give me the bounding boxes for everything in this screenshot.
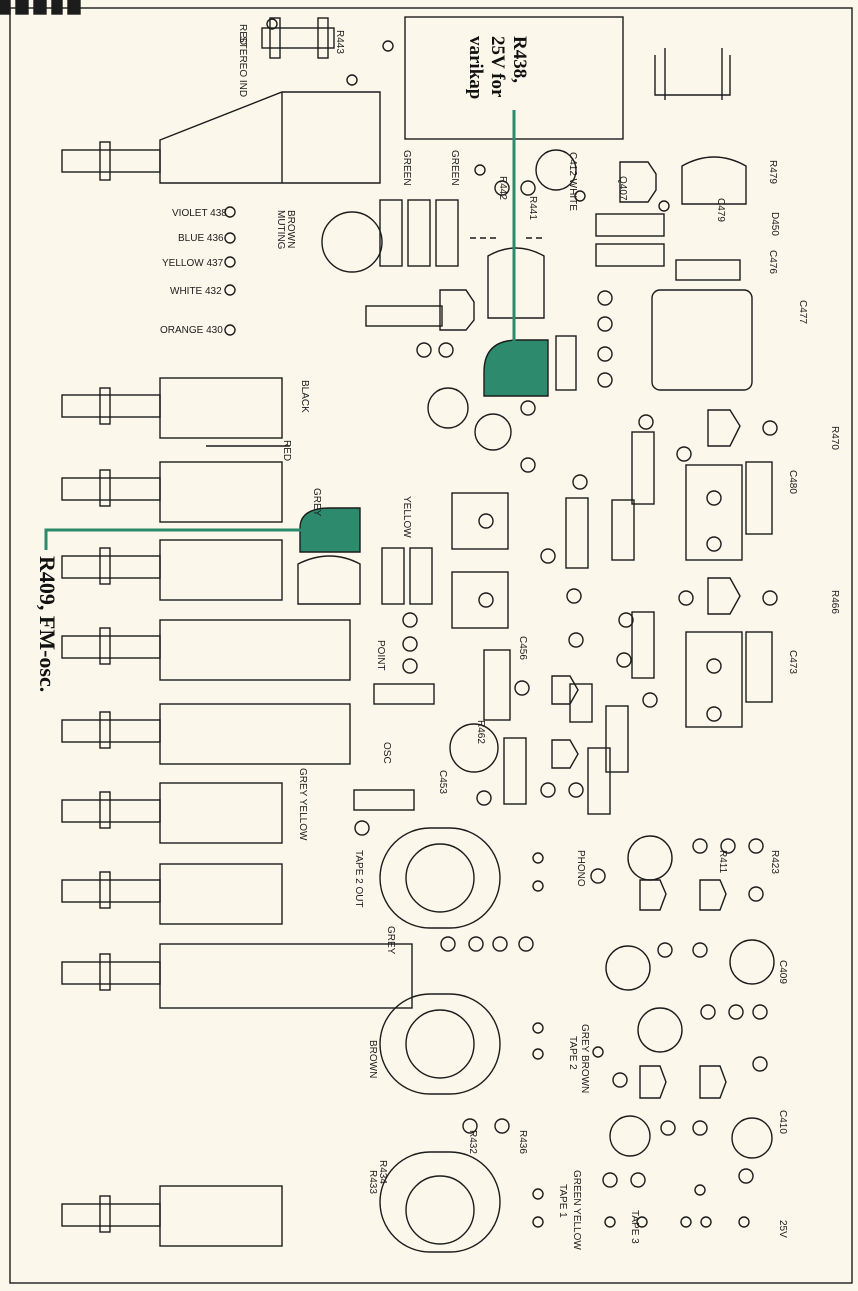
- svg-text:R441: R441: [527, 196, 538, 220]
- test-points: [224, 18, 778, 1228]
- svg-text:C410: C410: [777, 1110, 788, 1134]
- svg-text:BROWN: BROWN: [285, 210, 296, 248]
- svg-text:OSC: OSC: [381, 742, 392, 764]
- svg-text:MUTING: MUTING: [275, 210, 286, 250]
- svg-text:RED: RED: [281, 440, 292, 461]
- rotary-pots: [379, 827, 501, 1253]
- svg-text:R411: R411: [717, 850, 728, 874]
- svg-text:GREEN: GREEN: [449, 150, 460, 186]
- svg-text:RED: RED: [237, 24, 248, 45]
- svg-text:ORANGE 430: ORANGE 430: [160, 325, 223, 336]
- svg-text:GREEN: GREEN: [401, 150, 412, 186]
- svg-text:POINT: POINT: [375, 640, 386, 671]
- r409-callout: R409, FM-osc.: [35, 556, 60, 693]
- svg-text:GREY: GREY: [311, 488, 322, 517]
- svg-text:GREY BROWN: GREY BROWN: [579, 1024, 590, 1093]
- svg-text:D450: D450: [769, 212, 780, 236]
- r409-leader-line: [44, 528, 330, 550]
- svg-text:R436: R436: [517, 1130, 528, 1154]
- slide-switch-row: [61, 377, 413, 1247]
- component-text: VIOLET 438 BLUE 436 YELLOW 437 WHITE 432…: [160, 24, 840, 1250]
- svg-text:C412 WHITE: C412 WHITE: [567, 152, 578, 211]
- svg-text:R432: R432: [467, 1130, 478, 1154]
- svg-text:25V: 25V: [777, 1220, 788, 1238]
- svg-text:C473: C473: [787, 650, 798, 674]
- board-frame: [9, 7, 853, 1284]
- r438-callout-line2: 25V for: [487, 36, 508, 98]
- svg-text:TAPE 1: TAPE 1: [557, 1184, 568, 1218]
- svg-text:TAPE 3: TAPE 3: [629, 1210, 640, 1244]
- svg-text:TAPE 2: TAPE 2: [567, 1036, 578, 1070]
- svg-text:VIOLET 438: VIOLET 438: [172, 208, 227, 219]
- r438-callout-line3: varikap: [465, 36, 486, 100]
- svg-text:R462: R462: [475, 720, 486, 744]
- svg-text:STEREO IND: STEREO IND: [237, 36, 248, 97]
- svg-text:R434: R434: [377, 1160, 388, 1184]
- svg-text:R423: R423: [769, 850, 780, 874]
- svg-text:BROWN: BROWN: [367, 1040, 378, 1078]
- svg-text:R466: R466: [829, 590, 840, 614]
- svg-text:C477: C477: [797, 300, 808, 324]
- svg-text:GREY YELLOW: GREY YELLOW: [297, 768, 308, 841]
- svg-text:TAPE 2 OUT: TAPE 2 OUT: [353, 850, 364, 908]
- r438-callout-line1: R438,: [509, 36, 530, 83]
- svg-text:YELLOW: YELLOW: [401, 496, 412, 538]
- svg-text:BLACK: BLACK: [299, 380, 310, 413]
- svg-text:R479: R479: [767, 160, 778, 184]
- svg-text:BLUE 436: BLUE 436: [178, 233, 224, 244]
- svg-text:C453: C453: [437, 770, 448, 794]
- r438-trimmer: [483, 339, 549, 397]
- svg-text:R443: R443: [334, 30, 345, 54]
- svg-text:PHONO: PHONO: [575, 850, 586, 887]
- svg-text:C480: C480: [787, 470, 798, 494]
- highlighted-components: [44, 110, 549, 553]
- svg-text:Q407: Q407: [617, 176, 628, 201]
- svg-text:WHITE 432: WHITE 432: [170, 286, 222, 297]
- svg-text:R442: R442: [497, 176, 508, 200]
- svg-text:YELLOW 437: YELLOW 437: [162, 258, 224, 269]
- svg-text:GREY: GREY: [385, 926, 396, 955]
- svg-text:R470: R470: [829, 426, 840, 450]
- svg-text:C479: C479: [715, 198, 726, 222]
- svg-text:C456: C456: [517, 636, 528, 660]
- r438-callout: R438, 25V for varikap: [464, 36, 530, 99]
- svg-text:R433: R433: [367, 1170, 378, 1194]
- svg-text:C476: C476: [767, 250, 778, 274]
- svg-text:C409: C409: [777, 960, 788, 984]
- svg-text:GREEN YELLOW: GREEN YELLOW: [571, 1170, 582, 1250]
